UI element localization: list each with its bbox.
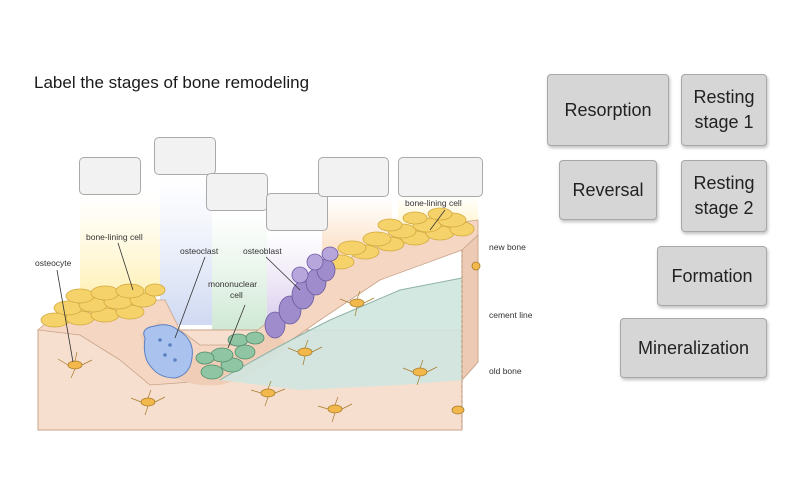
drop-target-6[interactable] (398, 157, 483, 197)
bone-lining-cells-right (325, 207, 475, 270)
label-new-bone: new bone (489, 242, 526, 252)
question-title: Label the stages of bone remodeling (34, 73, 310, 92)
mononuclear-cells (195, 331, 265, 380)
tile-resting-stage-2-label: Resting stage 2 (693, 173, 755, 218)
drop-target-1[interactable] (79, 157, 141, 195)
tile-resting-stage-1-label: Resting stage 1 (693, 87, 755, 132)
tile-resorption-label: Resorption (564, 99, 652, 120)
osteoclast-cell (143, 324, 193, 379)
label-cement-line: cement line (489, 310, 533, 320)
osteoblast-cells (264, 246, 339, 339)
stage-band-1 (80, 195, 160, 295)
tile-reversal[interactable]: Reversal (559, 160, 657, 220)
drop-target-4[interactable] (266, 193, 328, 231)
label-bone-lining-cell-left: bone-lining cell (86, 232, 143, 242)
drop-target-5[interactable] (318, 157, 389, 197)
tile-resting-stage-2[interactable]: Resting stage 2 (681, 160, 767, 232)
label-osteocyte: osteocyte (35, 258, 72, 268)
label-bone-lining-cell-right: bone-lining cell (405, 198, 462, 208)
label-mononuclear-line1: mononuclear (208, 279, 257, 289)
tile-resting-stage-1[interactable]: Resting stage 1 (681, 74, 767, 146)
label-mononuclear-line2: cell (230, 290, 243, 300)
label-osteoclast: osteoclast (180, 246, 219, 256)
tile-mineralization[interactable]: Mineralization (620, 318, 767, 378)
drop-target-3[interactable] (206, 173, 268, 211)
stage-band-3 (212, 210, 267, 330)
tile-resorption[interactable]: Resorption (547, 74, 669, 146)
bone-lining-cells-left (40, 283, 166, 328)
drop-target-2[interactable] (154, 137, 216, 175)
tile-formation[interactable]: Formation (657, 246, 767, 306)
tile-formation-label: Formation (671, 265, 753, 286)
cement-layer (220, 278, 462, 390)
label-old-bone: old bone (489, 366, 522, 376)
stage-band-2 (160, 175, 212, 325)
tile-reversal-label: Reversal (572, 179, 644, 200)
label-osteoblast: osteoblast (243, 246, 282, 256)
tile-mineralization-label: Mineralization (637, 337, 750, 358)
